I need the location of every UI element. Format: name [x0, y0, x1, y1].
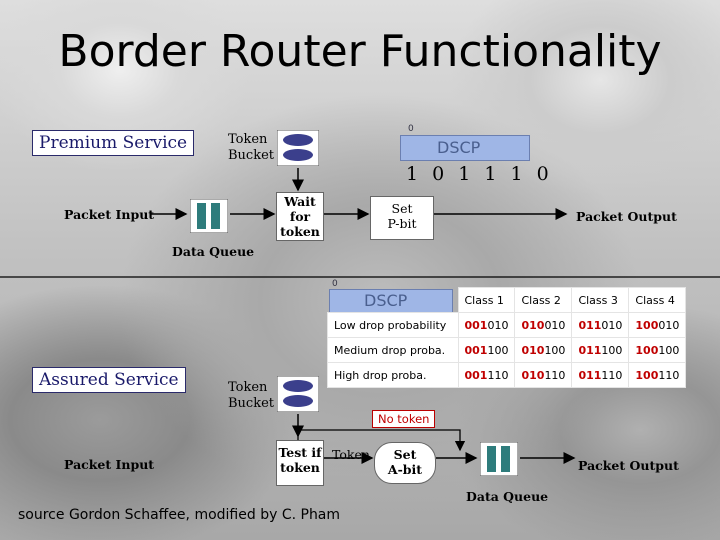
dscp-code-cell: 010100	[514, 337, 573, 363]
drop-bits: 010	[658, 318, 680, 332]
drop-bits: 100	[658, 343, 680, 357]
premium-dscp-bits: 1 0 1 1 1 0	[406, 163, 553, 185]
class-header: Class 4	[628, 287, 687, 313]
table-row: Low drop probability 001010 010010 01101…	[327, 312, 687, 338]
premium-service-label: Premium Service	[32, 130, 195, 156]
drop-probability-label: Low drop probability	[327, 312, 459, 338]
class-header: Class 2	[514, 287, 573, 313]
arrow-no-token	[297, 429, 466, 452]
class-header: Class 1	[457, 287, 516, 313]
drop-bits: 010	[487, 318, 509, 332]
dscp-code-cell: 011110	[571, 362, 630, 388]
assured-dscp-caption: DSCP	[364, 291, 408, 310]
class-bits: 010	[521, 318, 545, 332]
class-bits: 011	[578, 318, 602, 332]
assured-packet-input-label: Packet Input	[64, 457, 155, 472]
page-title: Border Router Functionality	[58, 26, 662, 77]
class-bits: 011	[578, 368, 602, 382]
set-p-bit-box: Set P-bit	[370, 196, 434, 240]
drop-bits: 010	[601, 318, 623, 332]
assured-token-bucket-icon	[276, 375, 320, 413]
table-row: High drop proba. 001110 010110 011110 10…	[327, 362, 687, 388]
set-a-bit-box: Set A-bit	[374, 442, 436, 484]
class-bits: 010	[521, 368, 545, 382]
class-bits: 100	[635, 318, 659, 332]
drop-bits: 110	[544, 368, 566, 382]
premium-packet-input-label: Packet Input	[64, 207, 155, 222]
class-bits: 001	[464, 318, 488, 332]
assured-service-label: Assured Service	[32, 367, 186, 393]
dscp-code-cell: 100110	[628, 362, 687, 388]
token-arrow-label: Token	[332, 447, 370, 462]
dscp-code-cell: 010110	[514, 362, 573, 388]
assured-packet-output-label: Packet Output	[578, 458, 679, 473]
class-table: Class 1 Class 2 Class 3 Class 4 Low drop…	[327, 287, 687, 388]
drop-bits: 110	[658, 368, 680, 382]
premium-data-queue-label: Data Queue	[172, 244, 255, 259]
test-if-token-box: Test if token	[276, 440, 324, 486]
class-header: Class 3	[571, 287, 630, 313]
dscp-code-cell: 100010	[628, 312, 687, 338]
premium-dscp-zero: 0	[408, 124, 414, 134]
dscp-code-cell: 011100	[571, 337, 630, 363]
assured-token-bucket-label: Token Bucket	[228, 380, 275, 411]
class-table-corner	[328, 288, 459, 313]
class-bits: 100	[635, 343, 659, 357]
class-bits: 010	[521, 343, 545, 357]
assured-data-queue-icon	[479, 441, 519, 477]
drop-bits: 100	[487, 343, 509, 357]
dscp-code-cell: 100100	[628, 337, 687, 363]
dscp-code-cell: 001010	[457, 312, 516, 338]
assured-data-queue-label: Data Queue	[466, 489, 549, 504]
no-token-label: No token	[372, 410, 436, 428]
drop-bits: 010	[544, 318, 566, 332]
class-table-header-row: Class 1 Class 2 Class 3 Class 4	[328, 287, 687, 313]
dscp-code-cell: 010010	[514, 312, 573, 338]
dscp-code-cell: 001110	[457, 362, 516, 388]
drop-bits: 110	[601, 368, 623, 382]
assured-dscp-zero: 0	[332, 279, 338, 289]
premium-packet-output-label: Packet Output	[576, 209, 677, 224]
drop-bits: 100	[601, 343, 623, 357]
drop-bits: 100	[544, 343, 566, 357]
class-bits: 100	[635, 368, 659, 382]
wait-for-token-box: Wait for token	[276, 192, 324, 241]
class-bits: 001	[464, 343, 488, 357]
premium-data-queue-icon	[189, 198, 229, 234]
drop-bits: 110	[487, 368, 509, 382]
class-bits: 011	[578, 343, 602, 357]
class-bits: 001	[464, 368, 488, 382]
dscp-code-cell: 011010	[571, 312, 630, 338]
table-row: Medium drop proba. 001100 010100 011100 …	[327, 337, 687, 363]
premium-token-bucket-label: Token Bucket	[228, 132, 275, 163]
source-credit: source Gordon Schaffee, modified by C. P…	[18, 507, 341, 523]
assured-dscp-bar: DSCP	[329, 289, 453, 313]
drop-probability-label: Medium drop proba.	[327, 337, 459, 363]
dscp-code-cell: 001100	[457, 337, 516, 363]
drop-probability-label: High drop proba.	[327, 362, 459, 388]
premium-dscp-bar: DSCP	[400, 135, 530, 161]
premium-token-bucket-icon	[276, 129, 320, 167]
premium-dscp-caption: DSCP	[437, 138, 481, 157]
